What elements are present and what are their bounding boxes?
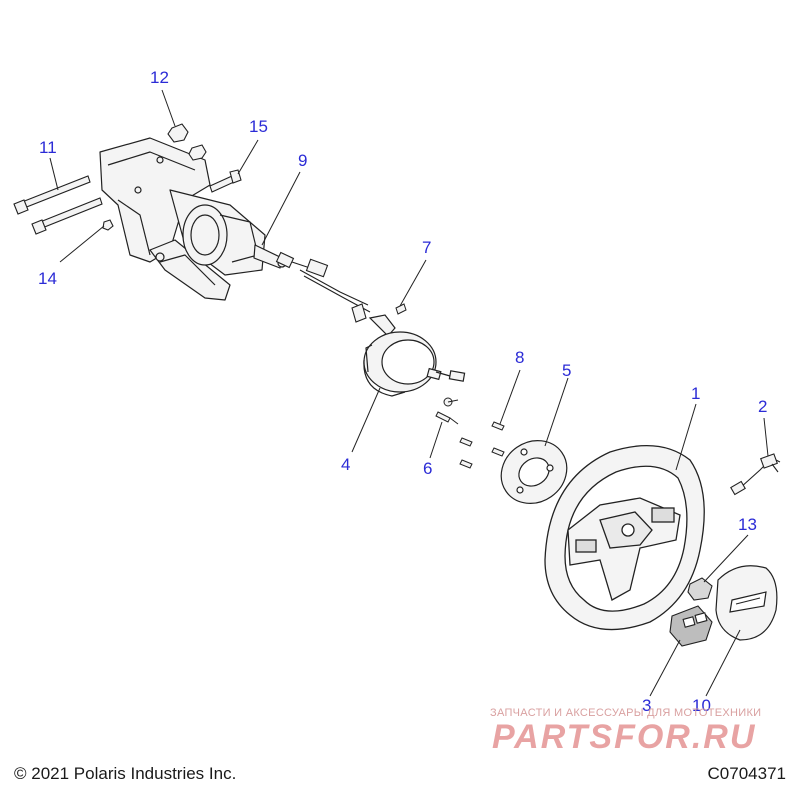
clip-7 xyxy=(395,303,407,315)
screws-8 xyxy=(459,421,505,469)
callout-12: 12 xyxy=(150,68,169,87)
callout-11: 11 xyxy=(39,138,57,157)
callout-5: 5 xyxy=(562,361,571,380)
callout-labels: 11 12 15 9 14 7 8 5 1 2 4 6 13 3 10 xyxy=(38,68,767,715)
callout-9: 9 xyxy=(298,151,307,170)
copyright-notice: © 2021 Polaris Industries Inc. xyxy=(14,764,237,783)
wiring-harness xyxy=(275,251,371,323)
watermark-tagline: ЗАПЧАСТИ И АКСЕССУАРЫ ДЛЯ МОТОТЕХНИКИ xyxy=(490,707,762,719)
spacer-ring xyxy=(500,440,568,504)
screws-6 xyxy=(435,397,459,425)
watermark-logo: PARTSFOR.RU xyxy=(492,718,757,756)
steering-wheel xyxy=(544,444,705,631)
switch-3 xyxy=(669,605,713,647)
callout-14: 14 xyxy=(38,269,57,288)
nut-14 xyxy=(102,219,114,231)
callout-13: 13 xyxy=(738,515,757,534)
callout-3: 3 xyxy=(642,696,651,715)
callout-4: 4 xyxy=(341,455,350,474)
bolt-11 xyxy=(13,175,103,235)
callout-15: 15 xyxy=(249,117,268,136)
callout-2: 2 xyxy=(758,397,767,416)
drawing-number: C0704371 xyxy=(707,764,786,783)
nut-12 xyxy=(167,123,207,161)
callout-1: 1 xyxy=(691,384,700,403)
cap-13 xyxy=(687,577,713,601)
callout-7: 7 xyxy=(422,238,431,257)
bolt-15 xyxy=(209,169,242,193)
harness-2 xyxy=(730,453,781,496)
clock-spring xyxy=(363,314,466,397)
steering-column-assembly xyxy=(99,137,287,301)
leader-lines xyxy=(49,89,769,697)
center-pad xyxy=(715,565,778,641)
callout-10: 10 xyxy=(692,696,711,715)
callout-6: 6 xyxy=(423,459,432,478)
callout-8: 8 xyxy=(515,348,524,367)
